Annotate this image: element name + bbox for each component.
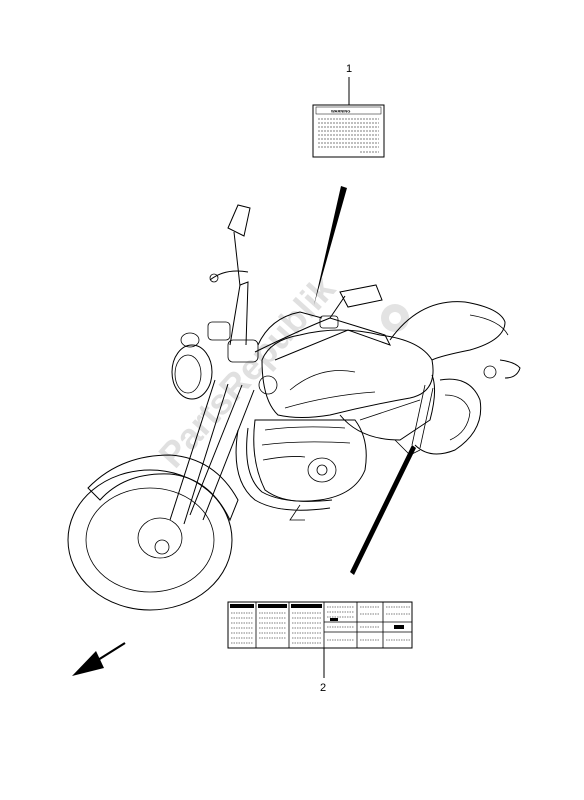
leader-wedge-1 [314,186,347,305]
front-direction-arrow-icon [72,642,126,676]
callout-2: 2 [320,648,326,694]
watermark-gear-icon [381,304,409,332]
motorcycle-drawing [67,204,521,611]
callout-2-number: 2 [320,682,326,694]
warning-label[interactable]: WARNING [312,104,385,158]
callout-1-number: 1 [346,63,352,75]
callout-1: 1 [346,63,352,105]
leader-wedge-2 [350,445,416,575]
info-label[interactable] [227,601,413,649]
warning-label-heading: WARNING [331,109,350,114]
